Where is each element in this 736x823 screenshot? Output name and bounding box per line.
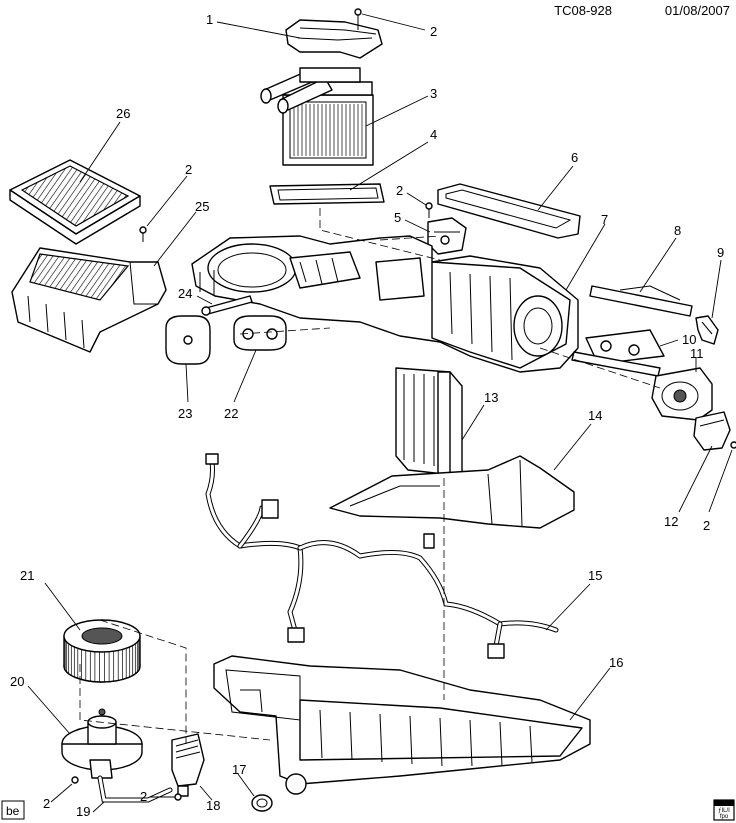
drawing-id: TC08-928 (554, 3, 612, 18)
callout-21: 21 (20, 568, 34, 583)
drawing-date: 01/08/2007 (665, 3, 730, 18)
svg-text:be: be (6, 804, 20, 818)
callout-9: 9 (717, 245, 724, 260)
service-manual-icon: ƒIL/I fpo (713, 799, 735, 821)
callout-3: 3 (430, 86, 437, 101)
part-18-resistor (171, 733, 205, 797)
part-12-actuator-motor (693, 411, 736, 451)
callout-13: 13 (484, 390, 498, 405)
callout-23: 23 (178, 406, 192, 421)
part-5-actuator (427, 217, 467, 255)
leader-lines (27, 13, 733, 813)
svg-text:ƒIL/I: ƒIL/I (718, 808, 730, 814)
callout-20: 20 (10, 674, 24, 689)
part-25-air-inlet-housing (11, 247, 167, 353)
part-14-duct (329, 455, 575, 529)
svg-text:fpo: fpo (720, 814, 729, 820)
part-20-blower-motor (61, 708, 143, 779)
part-21-blower-wheel (63, 619, 141, 683)
callout-12: 12 (664, 514, 678, 529)
part-15-wiring-harness (205, 453, 559, 659)
callout-22: 22 (224, 406, 238, 421)
callout-6: 6 (571, 150, 578, 165)
callout-16: 16 (609, 655, 623, 670)
callout-10: 10 (682, 332, 696, 347)
part-3-heater-core (260, 67, 374, 166)
screw-2c (425, 202, 433, 218)
screw-2e (71, 776, 79, 784)
language-badge: be (1, 800, 25, 820)
callout-19: 19 (76, 804, 90, 819)
part-24-screw (201, 295, 253, 316)
screw-group (71, 8, 433, 801)
callout-2b: 2 (185, 162, 192, 177)
part-17-plug (251, 794, 273, 812)
part-6-cover (437, 183, 581, 239)
callout-8: 8 (674, 223, 681, 238)
callout-11: 11 (690, 346, 704, 361)
part-10-door (571, 329, 665, 377)
callout-1: 1 (206, 12, 213, 27)
callout-14: 14 (588, 408, 602, 423)
callout-17: 17 (232, 762, 246, 777)
callout-2c: 2 (396, 183, 403, 198)
screw-2a (354, 8, 362, 30)
part-9-clip (695, 315, 719, 345)
callout-26: 26 (116, 106, 130, 121)
part-1-heater-core-cover (285, 19, 383, 59)
part-4-seal (269, 183, 385, 205)
part-23-element (165, 315, 211, 365)
part-22-seal (233, 315, 287, 351)
callout-2e: 2 (43, 796, 50, 811)
callout-2a: 2 (430, 24, 437, 39)
screw-2b (139, 226, 147, 242)
callout-18: 18 (206, 798, 220, 813)
part-19-pigtail (97, 775, 173, 803)
part-8-linkage-shaft (589, 285, 693, 317)
callout-24: 24 (178, 286, 192, 301)
callout-2d: 2 (703, 518, 710, 533)
assembly-lines (79, 208, 661, 744)
callout-5: 5 (394, 210, 401, 225)
screw-2f (174, 793, 182, 801)
callout-2f: 2 (140, 789, 147, 804)
part-13-evaporator (395, 367, 463, 477)
hvac-case-upper (191, 235, 579, 373)
callout-labels: 1 2 3 4 26 2 6 2 25 5 7 8 9 24 10 11 23 … (10, 12, 724, 819)
callout-7: 7 (601, 212, 608, 227)
callout-4: 4 (430, 127, 437, 142)
callout-15: 15 (588, 568, 602, 583)
part-16-lower-case (213, 655, 591, 795)
part-26-air-filter (9, 159, 141, 245)
part-11-actuator (651, 367, 713, 421)
callout-25: 25 (195, 199, 209, 214)
